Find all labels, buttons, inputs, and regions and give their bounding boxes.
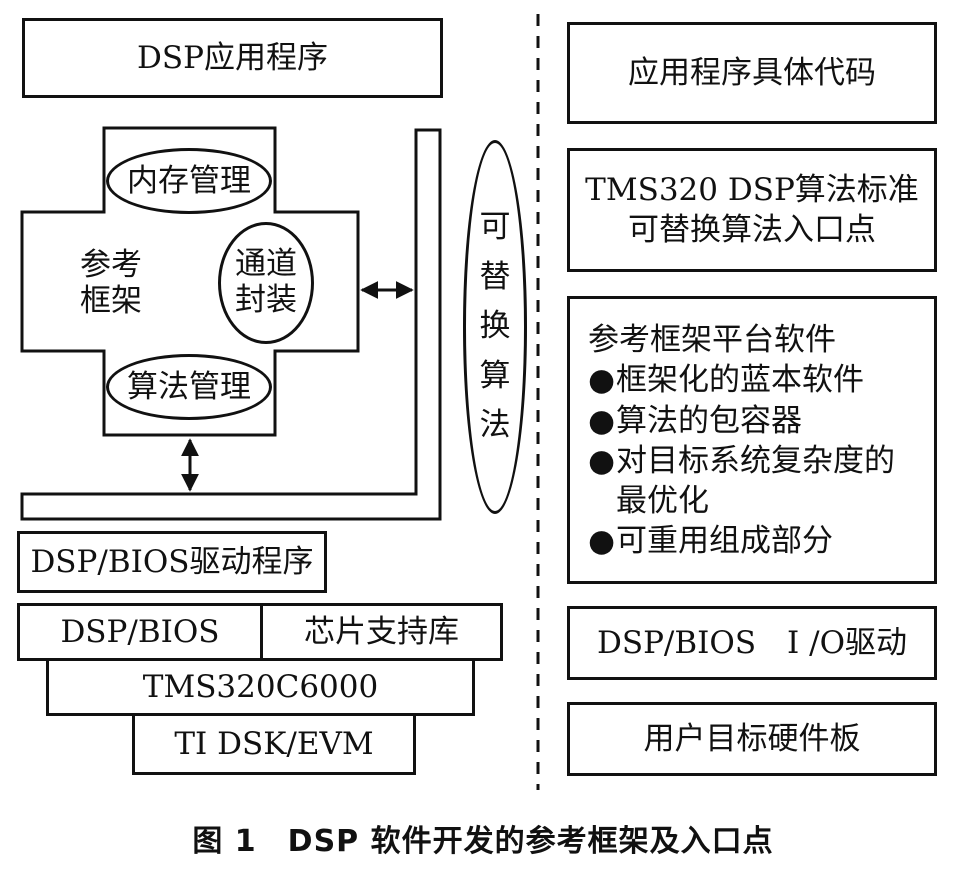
- algo-std-line1: TMS320 DSP算法标准: [585, 171, 919, 208]
- algo-std-line2: 可替换算法入口点: [627, 212, 876, 248]
- list-item-text: 可重用组成部分: [616, 523, 833, 560]
- list-item: ● 框架化的蓝本软件: [588, 360, 895, 400]
- figure-caption: 图 1 DSP 软件开发的参考框架及入口点: [192, 824, 774, 859]
- framework-cross-outline: [20, 126, 360, 437]
- platform-list: 参考框架平台软件 ● 框架化的蓝本软件 ● 算法的包容器 ● 对目标系统复杂度的…: [588, 320, 895, 562]
- list-item: ● 算法的包容器: [588, 401, 895, 441]
- bullet-icon: ●: [588, 402, 616, 439]
- bullet-icon: ●: [588, 523, 616, 560]
- channel-line2: 封装: [235, 282, 297, 318]
- ref-framework-label: 参考 框架: [80, 247, 142, 319]
- l-shaped-bus: [20, 128, 442, 521]
- app-code-box: 应用程序具体代码: [567, 22, 937, 124]
- list-item-text: 框架化的蓝本软件: [616, 362, 864, 399]
- dsp-bios-label: DSP/BIOS: [60, 613, 220, 650]
- io-driver-label: DSP/BIOS I /O驱动: [596, 624, 908, 661]
- tms-box: TMS320C6000: [46, 658, 475, 716]
- channel-ellipse: 通道 封装: [218, 222, 314, 344]
- ref-framework-line2: 框架: [80, 282, 142, 319]
- list-item: ● 可重用组成部分: [588, 521, 895, 561]
- dsk-label: TI DSK/EVM: [174, 725, 374, 762]
- hw-board-box: 用户目标硬件板: [567, 702, 937, 776]
- tms-label: TMS320C6000: [142, 668, 379, 705]
- replaceable-algo-char: 算: [479, 357, 511, 394]
- replaceable-algo-char: 换: [479, 308, 511, 345]
- hw-board-label: 用户目标硬件板: [643, 720, 861, 757]
- ref-framework-line1: 参考: [80, 247, 142, 283]
- algo-mgmt-label: 算法管理: [127, 368, 251, 405]
- list-item-text: 对目标系统复杂度的: [616, 442, 895, 479]
- memory-mgmt-label: 内存管理: [127, 162, 251, 199]
- algo-mgmt-ellipse: 算法管理: [106, 354, 272, 420]
- replaceable-algo-char: 替: [479, 258, 511, 295]
- dsp-bios-box: DSP/BIOS: [17, 603, 263, 661]
- list-item-continuation: 最优化: [616, 483, 709, 520]
- replaceable-algo-ellipse: 可 替 换 算 法: [463, 140, 527, 514]
- algo-std-box: TMS320 DSP算法标准 可替换算法入口点: [567, 148, 937, 272]
- channel-line1: 通道: [235, 246, 297, 283]
- list-item-text: 算法的包容器: [616, 402, 802, 439]
- bios-driver-box: DSP/BIOS驱动程序: [17, 531, 327, 593]
- list-item: ● 对目标系统复杂度的: [588, 441, 895, 481]
- dsp-app-label: DSP应用程序: [137, 39, 328, 76]
- platform-box: [567, 296, 937, 584]
- bullet-icon: ●: [588, 442, 616, 479]
- bios-driver-label: DSP/BIOS驱动程序: [30, 543, 314, 580]
- dsk-box: TI DSK/EVM: [132, 713, 416, 775]
- bullet-icon: ●: [588, 362, 616, 399]
- memory-mgmt-ellipse: 内存管理: [106, 148, 272, 214]
- app-code-label: 应用程序具体代码: [628, 54, 876, 91]
- replaceable-algo-char: 法: [479, 407, 511, 444]
- chip-lib-label: 芯片支持库: [304, 613, 459, 650]
- io-driver-box: DSP/BIOS I /O驱动: [567, 606, 937, 680]
- platform-title: 参考框架平台软件: [588, 322, 836, 358]
- replaceable-algo-char: 可: [479, 208, 511, 245]
- dsp-app-box: DSP应用程序: [22, 18, 443, 98]
- chip-lib-box: 芯片支持库: [260, 603, 503, 661]
